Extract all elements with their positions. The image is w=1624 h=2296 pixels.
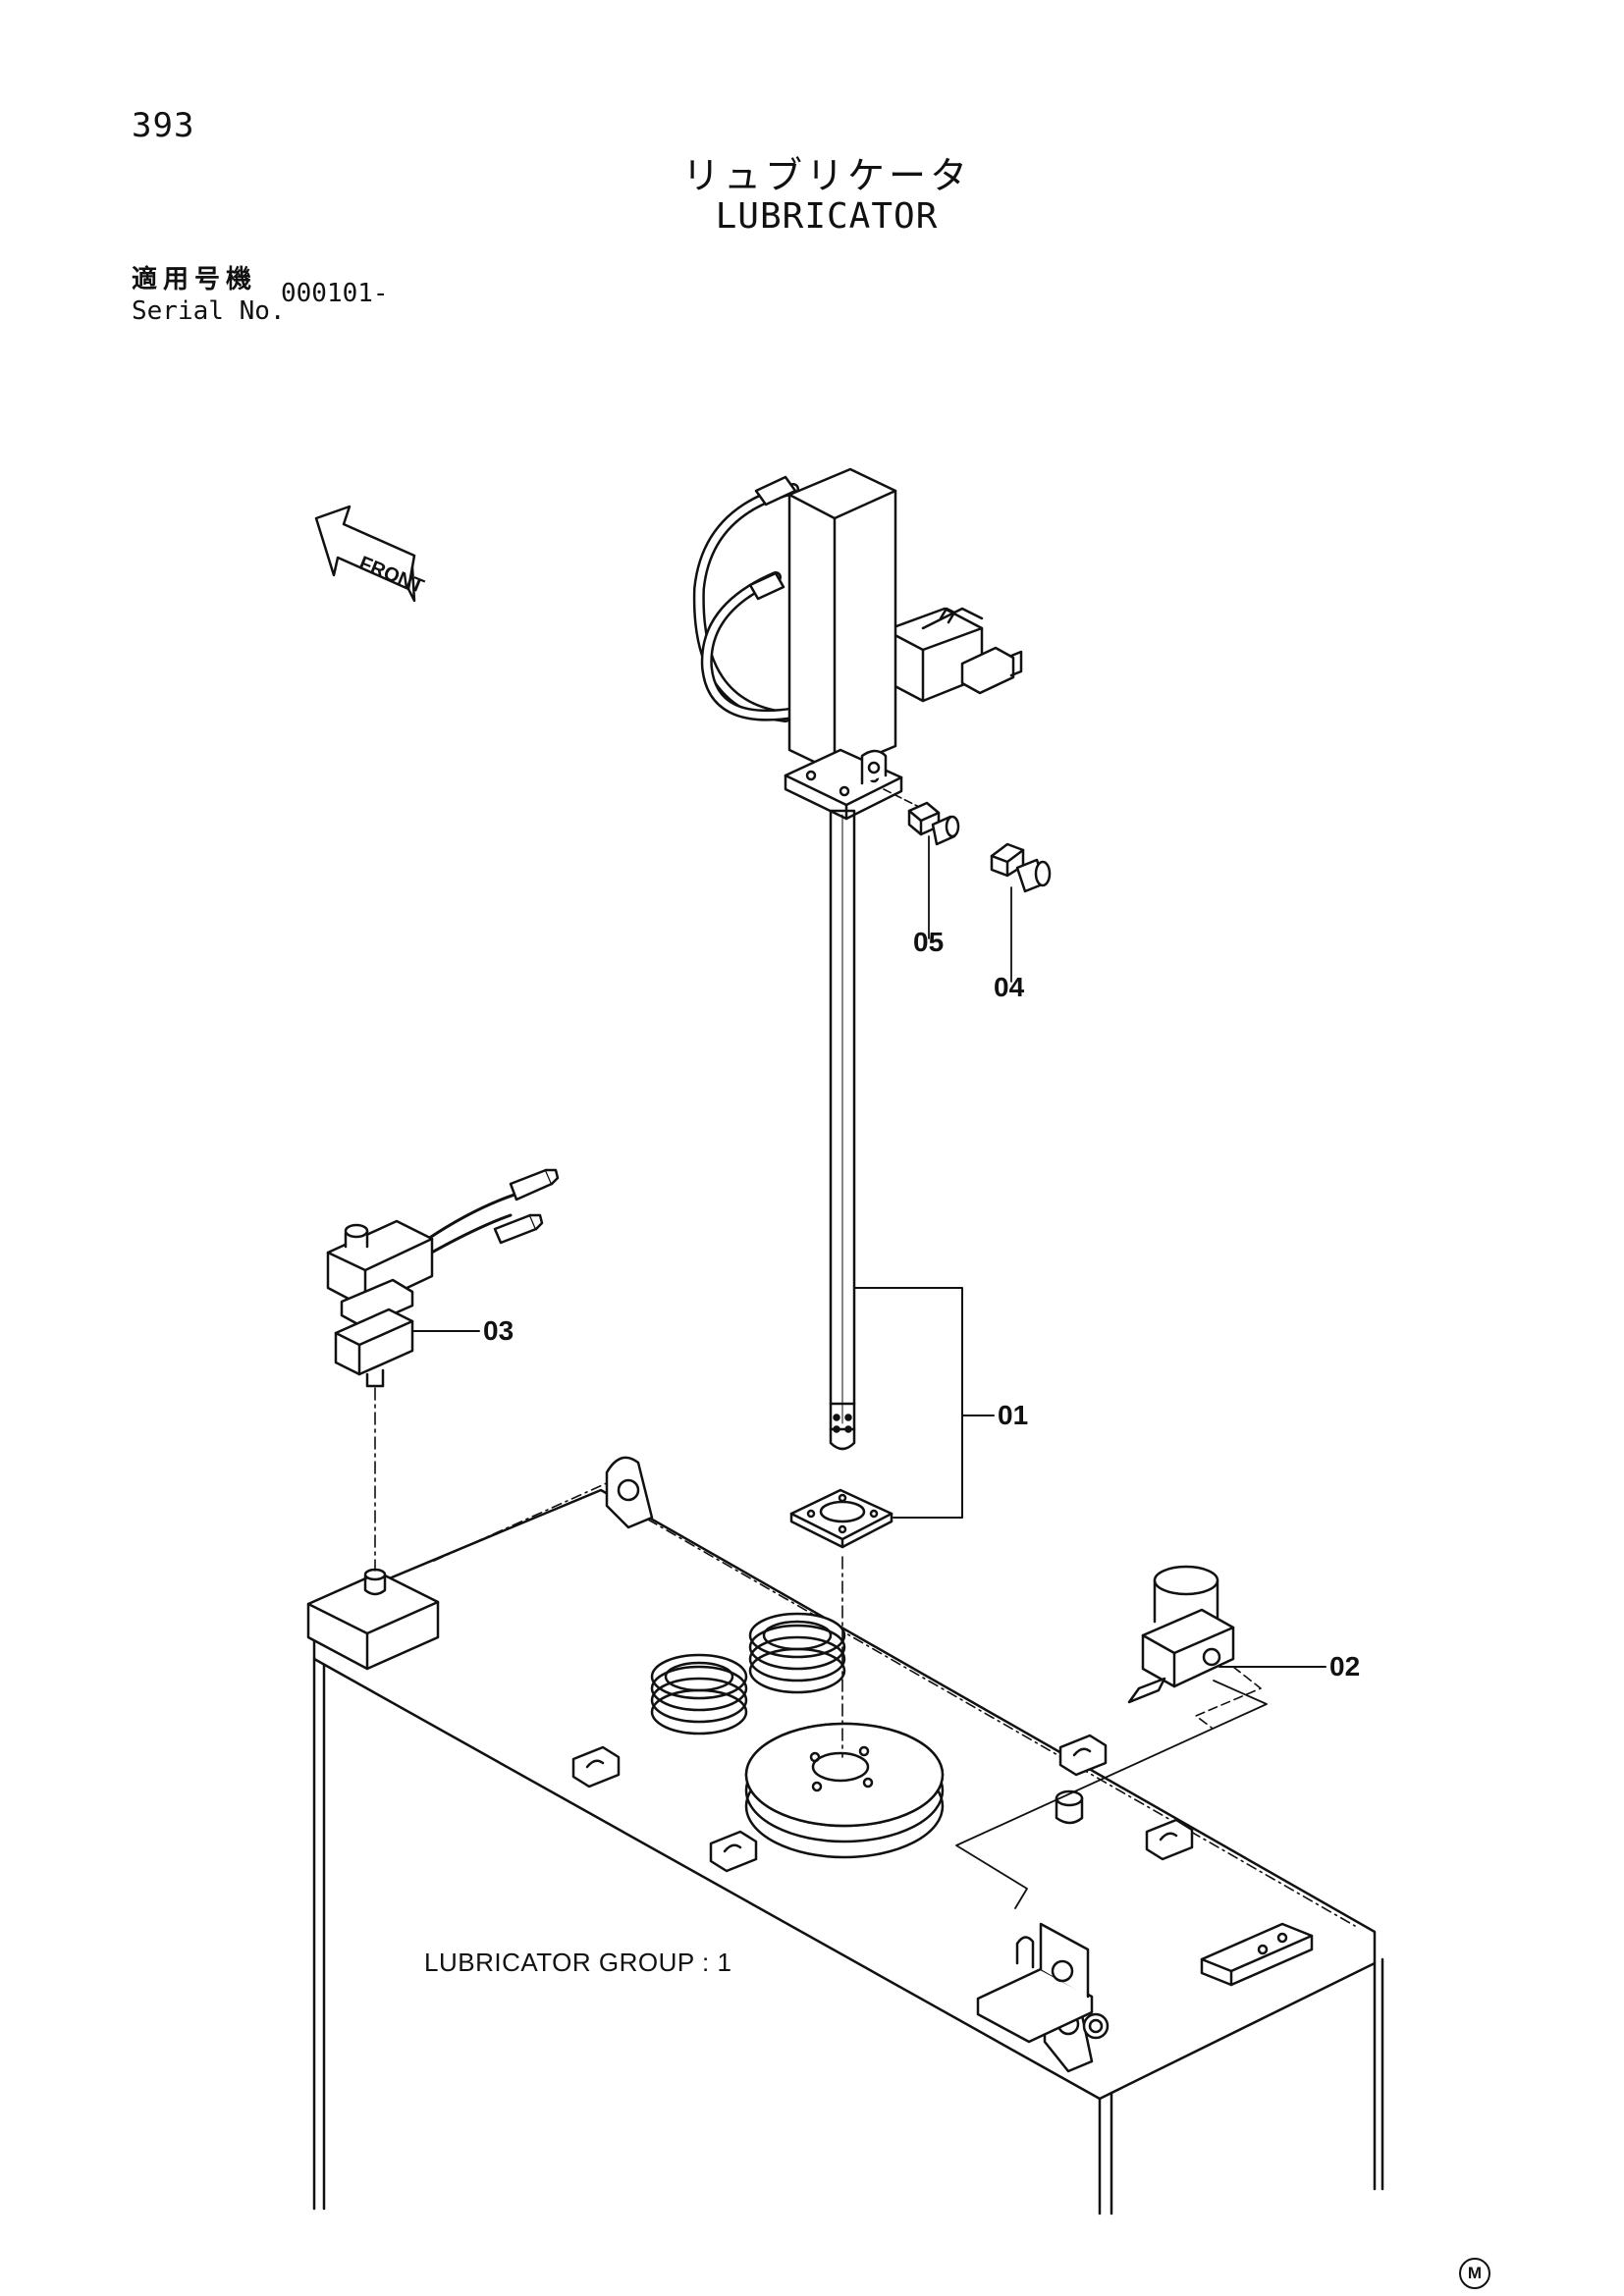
serial-label-japanese: 適用号機 [132,265,258,294]
serial-value: 000101- [281,279,389,308]
hydraulic-tank [312,1481,1384,2216]
title-japanese: リュブリケータ [681,154,971,197]
part-05-fitting [907,801,960,939]
callout-02: 02 [1329,1651,1361,1682]
callout-03: 03 [483,1315,514,1346]
serial-label-english: Serial No. [132,296,286,326]
lubricator-pump-unit [692,467,1023,821]
part-01-tube [829,809,856,1451]
switch-bracket [976,1922,1110,2044]
title-english: LUBRICATOR [715,196,939,237]
group-label: LUBRICATOR GROUP : 1 [424,1948,732,1977]
tank-cover-flange [744,1722,945,1859]
lifting-eye-rear [605,1456,654,1529]
part-04-fitting [990,842,1052,983]
callout-01: 01 [998,1400,1029,1430]
part-03-level-switch [326,1168,560,1572]
sensor-mount-block [306,1568,440,1671]
part-01-gasket [789,1488,893,1549]
tank-plate [1200,1922,1314,1987]
part-02-check-valve [1127,1565,1262,1729]
front-arrow-icon: FRONT [314,505,427,603]
tank-clips [571,1734,1194,1873]
page-number: 393 [132,106,195,145]
hose-route-line [955,1680,1268,1909]
callout-04: 04 [994,972,1025,1002]
corner-mark: M [1459,2258,1490,2289]
seal-rings [650,1612,846,1735]
callout-05: 05 [913,927,945,957]
part-01-bracket-line [853,1287,963,1519]
